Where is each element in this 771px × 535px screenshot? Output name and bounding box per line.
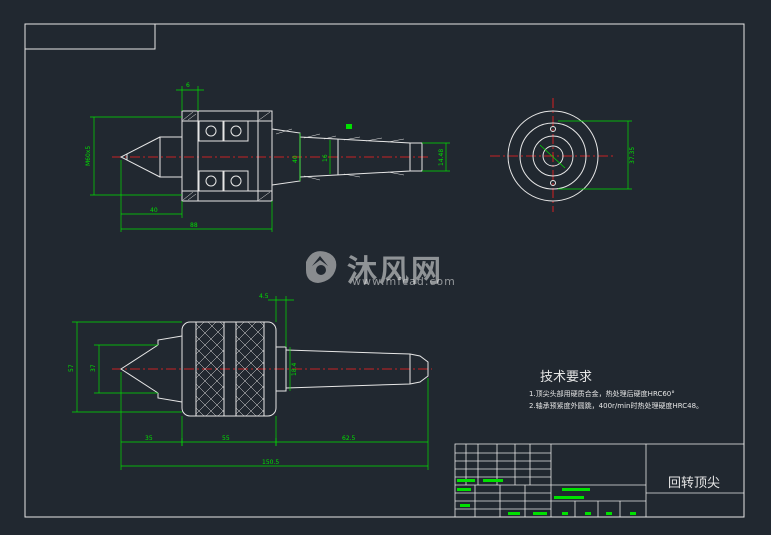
mfcad-logo-icon: [306, 251, 337, 283]
top-view-dim-width-top: 6: [186, 82, 190, 89]
drawing-frame: [24, 23, 745, 518]
right-view-centerlines: [490, 98, 615, 212]
top-view-hatching: [182, 111, 405, 201]
bottom-view-dim-tip-length: 35: [145, 435, 153, 442]
bottom-view-knurling: [195, 321, 265, 417]
bottom-view-dim-shank-dia: 18.4: [291, 362, 298, 376]
top-view-part-outline: [119, 110, 423, 202]
tech-requirement-line-1: 1.顶尖头部用硬质合金，热处理后硬度HRC60°: [529, 390, 675, 398]
bottom-view-section: 4.5 57 37 18.4 35 55 62.5 150.5: [68, 293, 432, 470]
top-view-dim-overall-length: 88: [190, 222, 198, 229]
right-view-outline: [507, 110, 599, 202]
bottom-view-part-outline: [120, 321, 429, 417]
tech-requirement-line-2: 2.轴承预紧度外圆跳，400r/min时热处理硬度HRC48。: [529, 402, 704, 410]
bottom-view-dim-body-length: 55: [222, 435, 230, 442]
title-block-part-name: 回转顶尖: [668, 476, 721, 491]
right-view-section: 37.35: [490, 98, 636, 212]
top-view-dim-cone-length: 40: [150, 207, 158, 214]
bottom-view-dim-overall-length: 150.5: [262, 459, 279, 466]
top-view-dimension-lines: [90, 86, 450, 232]
right-view-dimension-lines: [539, 120, 632, 190]
title-block-label-fills: [457, 479, 636, 515]
bottom-view-dim-ticks: [181, 438, 277, 446]
top-view-dim-shank-dia: 40: [292, 155, 299, 163]
watermark-text: 沐风网: [347, 254, 443, 289]
top-view-section: 6 M60x5 40 88 40 16 14.48: [85, 82, 450, 232]
bottom-view-dim-cone-dia: 37: [90, 364, 97, 372]
bottom-view-dim-collar: 4.5: [259, 293, 269, 300]
bottom-view-dim-body-dia: 57: [68, 364, 75, 372]
tech-requirements-title: 技术要求: [540, 370, 593, 385]
top-view-dim-thread: M60x5: [85, 146, 92, 166]
watermark-url: www.mfcad.com: [352, 275, 456, 288]
title-block: [454, 443, 745, 518]
right-view-dim-bolt-circle: 37.35: [629, 147, 636, 164]
bottom-view-dim-shank-length: 62.5: [342, 435, 356, 442]
top-view-dim-bore: 16: [322, 154, 329, 162]
roughness-symbol-icon: [346, 124, 352, 129]
top-view-dim-end-dia: 14.48: [438, 149, 445, 166]
